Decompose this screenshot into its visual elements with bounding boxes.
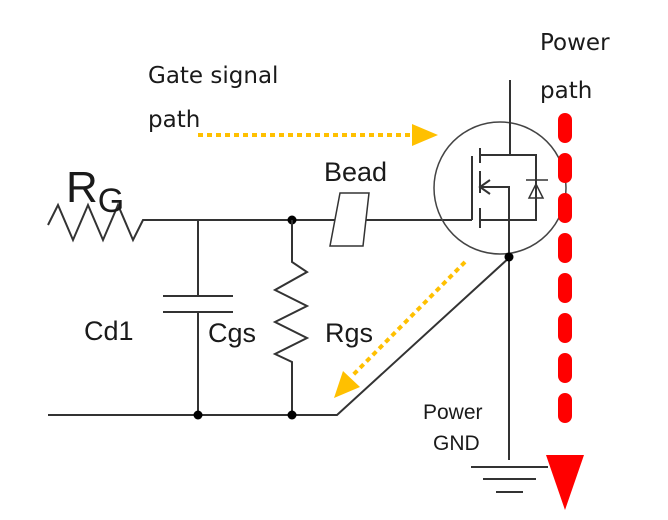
gate-signal-label-2: path bbox=[148, 107, 200, 133]
rgs-resistor bbox=[272, 220, 310, 415]
bead-label: Bead bbox=[324, 157, 387, 187]
power-gnd-label-2: GND bbox=[433, 432, 480, 455]
power-path-label-1: Power bbox=[540, 30, 610, 56]
power-path-label-2: path bbox=[540, 78, 592, 104]
gate-signal-arrowhead bbox=[412, 124, 438, 146]
rgs-label: Rgs bbox=[325, 318, 373, 348]
junction-node bbox=[193, 410, 203, 420]
bead-component bbox=[329, 192, 370, 247]
rg-label: RG bbox=[66, 163, 124, 220]
gate-return-arrowhead bbox=[334, 371, 360, 398]
cd1-label: Cd1 bbox=[84, 316, 134, 346]
body-diode bbox=[527, 182, 545, 199]
mosfet-body bbox=[433, 121, 567, 255]
junction-node bbox=[504, 252, 514, 262]
source-connection bbox=[480, 186, 510, 460]
cgs-label: Cgs bbox=[208, 318, 256, 348]
power-gnd-label-1: Power bbox=[423, 401, 483, 424]
ground-return-wire bbox=[48, 256, 511, 416]
gate-signal-label-1: Gate signal bbox=[148, 63, 278, 89]
power-path-arrowhead bbox=[546, 455, 584, 510]
body-arrow bbox=[478, 179, 491, 195]
rg-resistor bbox=[47, 202, 200, 243]
junction-node bbox=[287, 410, 297, 420]
